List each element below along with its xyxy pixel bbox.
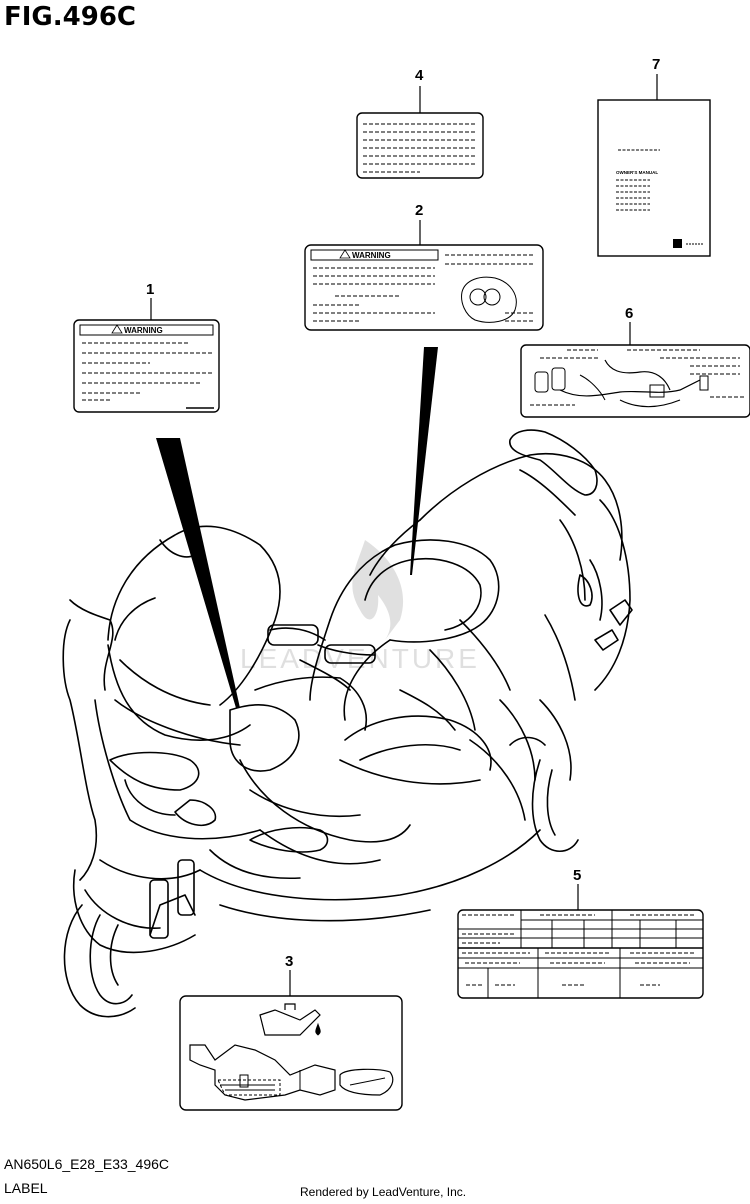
callout-4: 4 xyxy=(415,67,424,84)
scooter-illustration xyxy=(62,429,633,1018)
label-5-table xyxy=(457,884,704,999)
label-1-warning xyxy=(73,298,220,413)
label-6-routing xyxy=(520,322,750,418)
label-2-warning-text: WARNING xyxy=(352,251,391,260)
callout-1: 1 xyxy=(146,281,154,298)
callout-6: 6 xyxy=(625,305,633,322)
watermark-text: LEADVENTURE xyxy=(240,643,480,674)
label-4 xyxy=(356,86,484,179)
label-1-warning-text: WARNING xyxy=(124,326,163,335)
label-7-owners-manual-text: OWNER'S MANUAL xyxy=(616,170,658,175)
section-label: LABEL xyxy=(4,1180,48,1196)
callout-3: 3 xyxy=(285,953,293,970)
callout-2: 2 xyxy=(415,202,423,219)
label-2-warning xyxy=(304,220,544,331)
figure-title: FIG.496C xyxy=(4,2,137,32)
callout-5: 5 xyxy=(573,867,581,884)
label-7-owners-manual xyxy=(597,74,711,257)
label-3-oil xyxy=(179,970,403,1111)
callout-7: 7 xyxy=(652,56,660,73)
rendered-by-credit: Rendered by LeadVenture, Inc. xyxy=(300,1185,467,1199)
figure-code: AN650L6_E28_E33_496C xyxy=(4,1156,170,1172)
leader-wedges xyxy=(156,347,438,708)
